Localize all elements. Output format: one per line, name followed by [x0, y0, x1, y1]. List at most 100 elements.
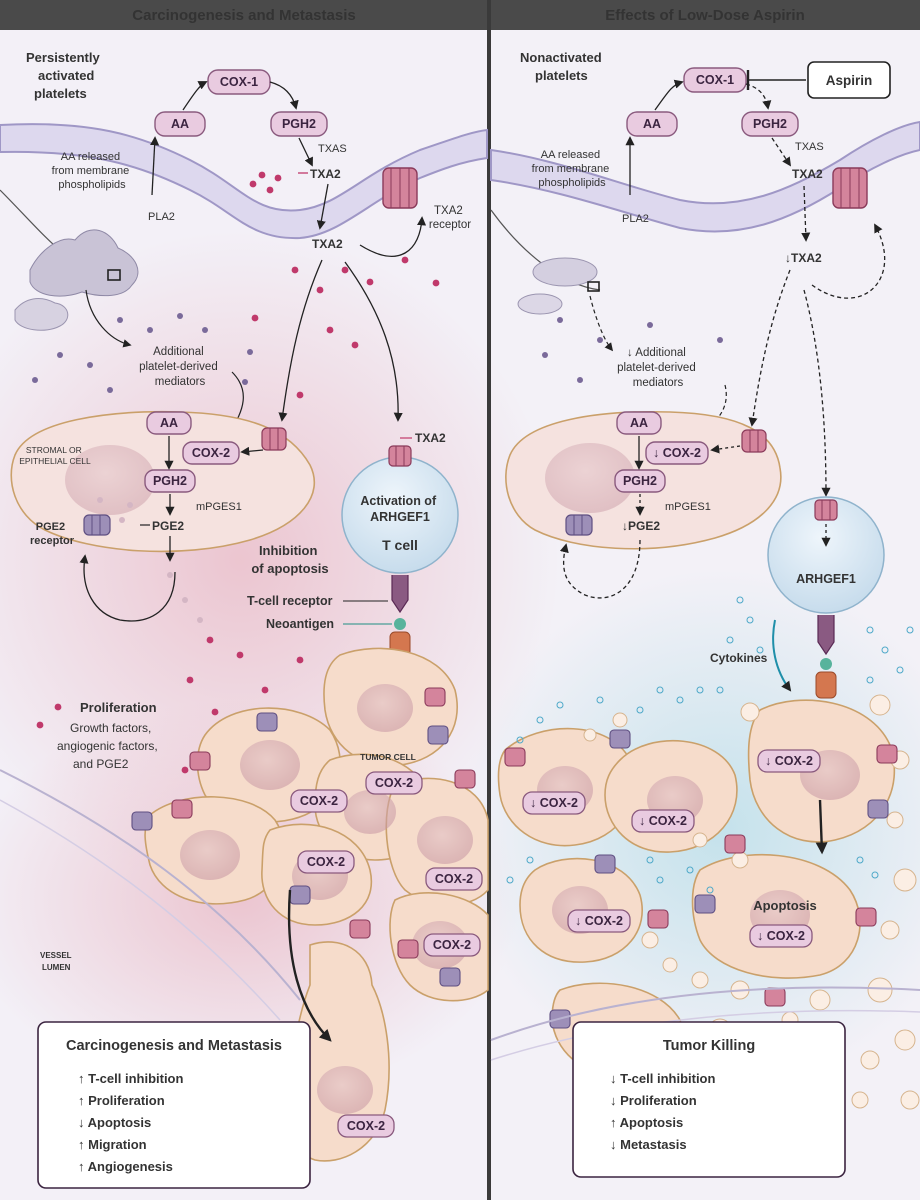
aspirin-box: Aspirin: [807, 61, 891, 99]
svg-text:↓ COX-2: ↓ COX-2: [530, 796, 578, 810]
cell-pgh2-label: PGH2: [153, 474, 187, 488]
aa-released-left: AA released from membrane phospholipids: [52, 151, 133, 191]
svg-text:↓ COX-2: ↓ COX-2: [575, 914, 623, 928]
cox1-box-left: COX-1: [207, 69, 271, 95]
tumor-cox2-left-2: COX-2: [297, 850, 355, 874]
svg-text:COX-2: COX-2: [300, 794, 338, 808]
t-cell-receptor-icon: [389, 575, 411, 657]
txa2-receptor-right-icon: [832, 167, 868, 209]
cox1-box-right: COX-1: [683, 67, 747, 93]
txa2-label-left-b: TXA2: [312, 237, 343, 251]
cell-cox2-box-left: COX-2: [182, 441, 240, 465]
cell-aa-box-left: AA: [146, 411, 192, 435]
summary-list-right: ↓ T-cell inhibition ↓ Proliferation ↑ Ap…: [610, 1071, 719, 1152]
tumor-cell-label: TUMOR CELL: [360, 752, 416, 762]
pge2-receptor-icon: [83, 514, 111, 536]
tumor-cox2-left-4: COX-2: [423, 933, 481, 957]
svg-text:AA: AA: [643, 117, 661, 131]
cell-pgh2-box-right: PGH2: [614, 469, 666, 493]
left-panel-title: Carcinogenesis and Metastasis: [132, 7, 355, 24]
tumor-cox2-left-1: COX-2: [290, 789, 348, 813]
txas-label-left: TXAS: [318, 143, 347, 155]
vessel-lumen-label: VESSEL LUMEN: [40, 951, 74, 972]
txa2-receptor-stromal-icon: [261, 427, 287, 451]
tumor-cox2-right-1: ↓ COX-2: [522, 791, 586, 815]
svg-text:COX-2: COX-2: [347, 1119, 385, 1133]
mediators-left: Additional platelet-derived mediators: [139, 346, 221, 388]
mpges1-left: mPGES1: [196, 501, 242, 513]
tumor-cox2-left-0: COX-2: [365, 771, 423, 795]
txa2-receptor-stromal-right-icon: [741, 429, 767, 453]
pgh2-box-left: PGH2: [270, 111, 328, 137]
aa-label: AA: [171, 117, 189, 131]
pla2-label-left: PLA2: [148, 211, 175, 223]
platelet-label-right: Nonactivated platelets: [520, 50, 605, 83]
svg-text:PGH2: PGH2: [753, 117, 787, 131]
aa-box-right: AA: [626, 111, 678, 137]
right-panel-title: Effects of Low-Dose Aspirin: [605, 7, 804, 24]
aspirin-label: Aspirin: [826, 73, 873, 88]
right-panel-header: [490, 0, 920, 30]
summary-list-left: ↑ T-cell inhibition ↑ Proliferation ↓ Ap…: [78, 1071, 187, 1174]
txa2-receptor-tcell-icon: [388, 445, 412, 467]
summary-title-right: Tumor Killing: [663, 1038, 755, 1054]
t-cell-receptor-label: T-cell receptor: [247, 594, 333, 608]
nonactivated-platelet: [532, 257, 598, 287]
activation-label: Activation of ARHGEF1: [360, 494, 439, 524]
mediator-dots-left: [32, 171, 440, 774]
pgh2-box-right: PGH2: [741, 111, 799, 137]
pgh2-label: PGH2: [282, 117, 316, 131]
txas-label-right: TXAS: [795, 141, 824, 153]
inhibition-label: Inhibition of apoptosis: [251, 543, 328, 576]
aa-box-left: AA: [154, 111, 206, 137]
neoantigen-label: Neoantigen: [266, 617, 334, 631]
svg-text:PGH2: PGH2: [623, 474, 657, 488]
summary-box-left: Carcinogenesis and Metastasis ↑ T-cell i…: [37, 1021, 311, 1189]
txa2-label-left-a: TXA2: [310, 167, 341, 181]
txa2-tcell-label: TXA2: [415, 431, 446, 445]
cell-pgh2-box-left: PGH2: [144, 469, 196, 493]
svg-text:COX-2: COX-2: [307, 855, 345, 869]
tumor-receptors-left: [131, 687, 476, 987]
cell-aa-box-right: AA: [616, 411, 662, 435]
cox1-label: COX-1: [220, 75, 258, 89]
svg-text:↓ COX-2: ↓ COX-2: [639, 814, 687, 828]
apoptosis-label: Apoptosis: [753, 898, 817, 913]
left-panel-header: [0, 0, 488, 30]
cytokines-label: Cytokines: [710, 651, 768, 665]
pla2-label-right: PLA2: [622, 213, 649, 225]
txa2-receptor-icon: [382, 167, 418, 209]
tumor-cox2-left-5: COX-2: [337, 1114, 395, 1138]
cell-cox2-label: COX-2: [192, 446, 230, 460]
svg-text:AA: AA: [630, 416, 648, 430]
cytokine-dots: [506, 596, 914, 894]
aa-released-right: AA released from membrane phospholipids: [532, 149, 613, 189]
pge2-right: ↓PGE2: [622, 519, 660, 533]
t-cell-label: T cell: [382, 537, 418, 553]
arhgef1-right: ARHGEF1: [796, 572, 856, 586]
tumor-cox2-right-0: ↓ COX-2: [757, 749, 821, 773]
proliferation-body: Growth factors, angiogenic factors, and …: [57, 721, 161, 771]
svg-text:COX-2: COX-2: [375, 776, 413, 790]
svg-text:↓ COX-2: ↓ COX-2: [757, 929, 805, 943]
platelet-label-left: Persistently activated platelets: [26, 50, 103, 101]
cox1-label-right: COX-1: [696, 73, 734, 87]
tumor-cox2-right-2: ↓ COX-2: [631, 809, 695, 833]
summary-box-right: Tumor Killing ↓ T-cell inhibition ↓ Prol…: [572, 1021, 846, 1178]
tumor-receptors-right: [504, 729, 898, 1029]
txa2-label-right-b: ↓TXA2: [785, 251, 822, 265]
summary-title-left: Carcinogenesis and Metastasis: [66, 1038, 282, 1054]
pge2-left: PGE2: [152, 519, 184, 533]
svg-text:COX-2: COX-2: [435, 872, 473, 886]
mediator-dots-right: [542, 317, 723, 383]
panel-divider: [487, 0, 491, 1200]
tumor-cox2-right-4: ↓ COX-2: [749, 924, 813, 948]
tumor-cox2-left-3: COX-2: [425, 867, 483, 891]
pge2-receptor-right-icon: [565, 514, 593, 536]
txa2-receptor-label: TXA2 receptor: [429, 205, 471, 231]
txa2-label-right-a: TXA2: [792, 167, 823, 181]
proliferation-title: Proliferation: [80, 700, 157, 715]
mpges1-right: mPGES1: [665, 501, 711, 513]
svg-text:COX-2: COX-2: [433, 938, 471, 952]
